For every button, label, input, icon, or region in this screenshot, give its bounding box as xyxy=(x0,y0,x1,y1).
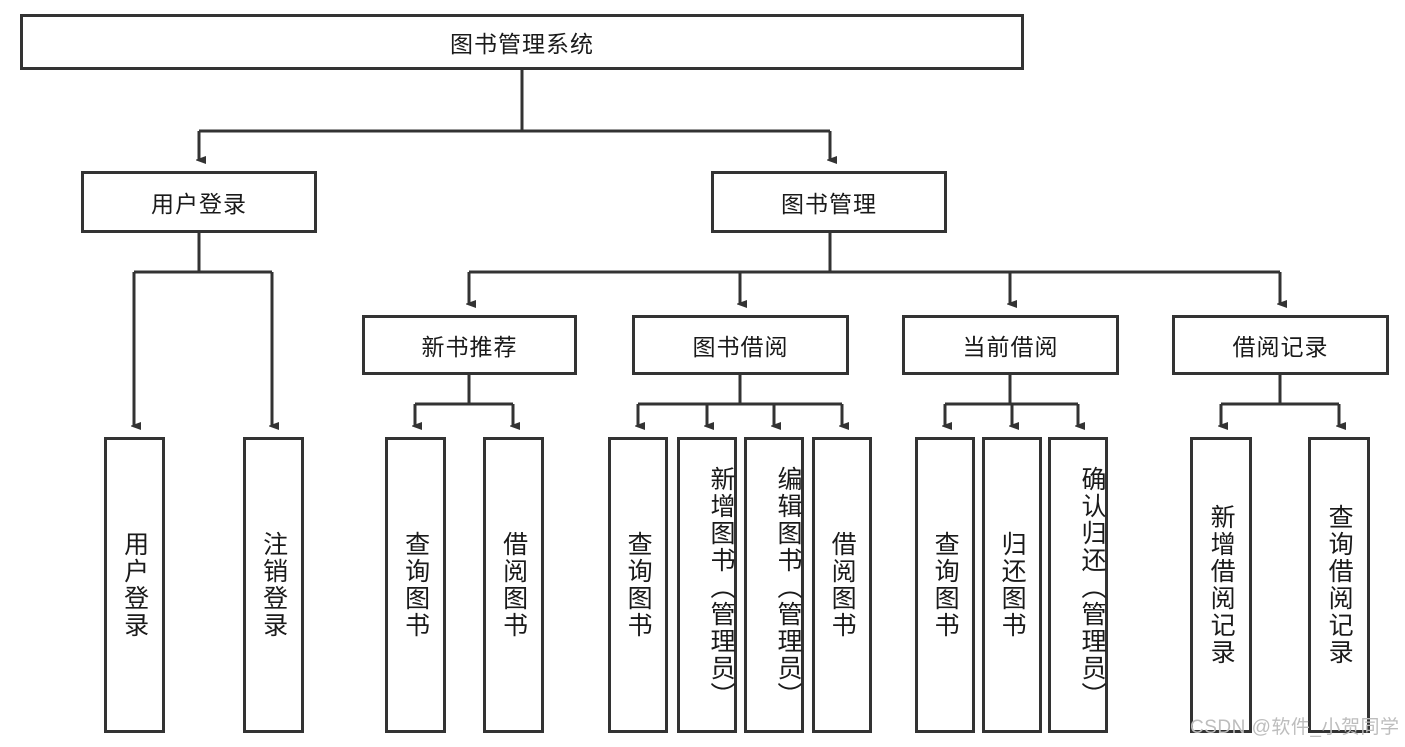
csdn-watermark: CSDN @软件_小贺同学 xyxy=(1190,717,1400,738)
node-user-login[interactable]: 用户登录 xyxy=(81,171,317,233)
node-label: 图书管理 xyxy=(781,191,877,217)
leaf-node[interactable]: 确认归还（管理员） xyxy=(1048,437,1108,733)
node-label: 图书管理系统 xyxy=(450,31,594,57)
leaf-node[interactable]: 新增图书（管理员） xyxy=(677,437,737,733)
node-label: 编辑图书（管理员） xyxy=(774,465,802,709)
node-label: 查询图书 xyxy=(401,531,430,639)
node-book-borrow[interactable]: 图书借阅 xyxy=(632,315,849,375)
node-new-book-recommend[interactable]: 新书推荐 xyxy=(362,315,577,375)
node-label: 新书推荐 xyxy=(421,334,518,360)
leaf-node[interactable]: 查询图书 xyxy=(385,437,446,733)
node-label: 图书借阅 xyxy=(692,334,789,360)
node-book-management[interactable]: 图书管理 xyxy=(711,171,947,233)
leaf-node[interactable]: 查询图书 xyxy=(608,437,668,733)
node-label: 新增借阅记录 xyxy=(1207,504,1236,666)
node-borrow-record[interactable]: 借阅记录 xyxy=(1172,315,1389,375)
node-label: 归还图书 xyxy=(998,531,1027,639)
leaf-node[interactable]: 查询借阅记录 xyxy=(1308,437,1370,733)
leaf-node[interactable]: 编辑图书（管理员） xyxy=(744,437,804,733)
leaf-node[interactable]: 查询图书 xyxy=(915,437,975,733)
node-label: 注销登录 xyxy=(259,531,288,639)
leaf-node[interactable]: 借阅图书 xyxy=(812,437,872,733)
leaf-node[interactable]: 借阅图书 xyxy=(483,437,544,733)
leaf-node[interactable]: 归还图书 xyxy=(982,437,1042,733)
leaf-node[interactable]: 注销登录 xyxy=(243,437,304,733)
node-label: 查询图书 xyxy=(624,531,653,639)
node-label: 查询借阅记录 xyxy=(1325,504,1354,666)
node-root-system[interactable]: 图书管理系统 xyxy=(20,14,1024,70)
node-label: 借阅图书 xyxy=(828,531,857,639)
node-label: 用户登录 xyxy=(120,531,149,639)
leaf-node[interactable]: 用户登录 xyxy=(104,437,165,733)
node-label: 借阅记录 xyxy=(1232,334,1329,360)
node-label: 新增图书（管理员） xyxy=(707,465,735,709)
node-label: 查询图书 xyxy=(931,531,960,639)
node-label: 借阅图书 xyxy=(499,531,528,639)
leaf-node[interactable]: 新增借阅记录 xyxy=(1190,437,1252,733)
node-current-borrow[interactable]: 当前借阅 xyxy=(902,315,1119,375)
node-label: 当前借阅 xyxy=(962,334,1059,360)
node-label: 确认归还（管理员） xyxy=(1078,465,1106,709)
node-label: 用户登录 xyxy=(151,191,247,217)
